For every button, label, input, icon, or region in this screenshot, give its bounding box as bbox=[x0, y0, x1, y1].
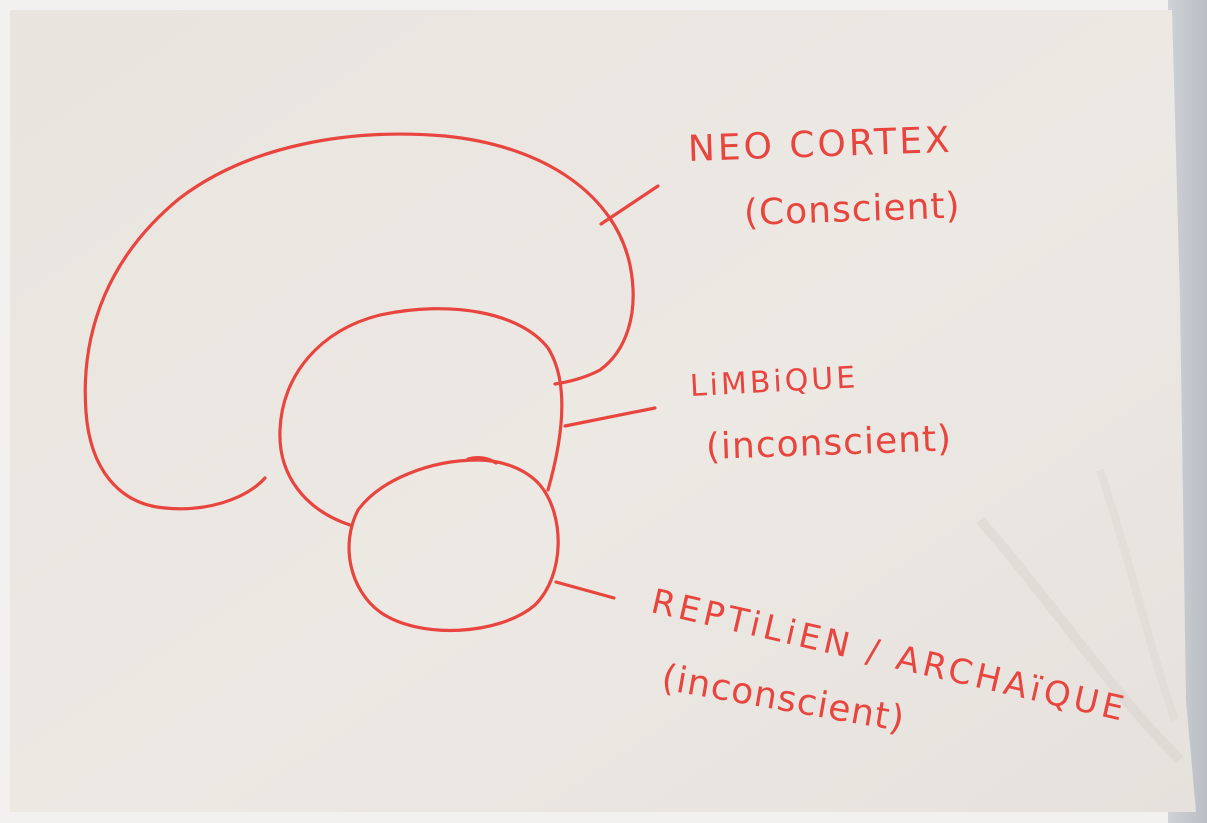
neocortex-subtitle: (Conscient) bbox=[743, 185, 962, 234]
limbique-outline bbox=[278, 307, 564, 527]
limbique-title: LiMBiQUE bbox=[689, 360, 860, 404]
paper-fold-shading bbox=[1096, 468, 1179, 722]
neocortex-title: NEO CORTEX bbox=[687, 119, 954, 170]
paper-fold-shading bbox=[976, 516, 1184, 764]
reptilien-pointer-line bbox=[554, 580, 616, 600]
paper-sheet bbox=[10, 10, 1196, 812]
limbique-subtitle: (inconscient) bbox=[705, 418, 953, 468]
reptilien-outline bbox=[347, 458, 560, 633]
reptilien-top-mark bbox=[466, 456, 498, 465]
neocortex-pointer-line bbox=[599, 184, 660, 226]
neocortex-outline bbox=[83, 132, 635, 511]
limbique-pointer-line bbox=[563, 406, 657, 428]
